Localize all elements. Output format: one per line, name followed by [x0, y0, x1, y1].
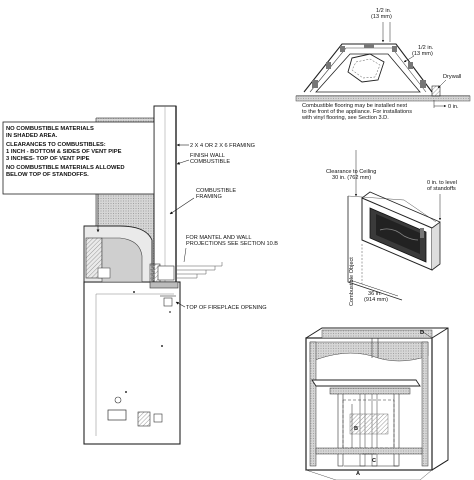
fireplace-opening-label: TOP OF FIREPLACE OPENING: [186, 305, 267, 311]
frame-letter-b: B: [354, 426, 358, 432]
frame-letter-a: A: [356, 471, 360, 477]
top-plan-view: Drywall 1/2 in. (13 mm) 1/2 in. (13 mm) …: [295, 8, 471, 121]
standoffs-label: 0 in. to level of standoffs: [427, 180, 458, 192]
clearance-note: NO COMBUSTIBLE MATERIALS IN SHADED AREA.…: [6, 126, 126, 178]
ceiling-clearance-label: Clearance to Ceiling 30 in. (762 mm): [326, 169, 378, 181]
mantel-label: FOR MANTEL AND WALL PROJECTIONS SEE SECT…: [186, 235, 278, 247]
zero-in-label: 0 in.: [448, 104, 459, 110]
frame-letter-c: C: [372, 458, 376, 464]
framing-enclosure-view: A B C D: [305, 327, 449, 480]
finish-wall-label: FINISH WALL COMBUSTIBLE: [190, 153, 230, 165]
corner-clearance-view: Clearance to Ceiling 30 in. (762 mm) 0 i…: [326, 150, 458, 306]
framing-label: 2 X 4 OR 2 X 6 FRAMING: [190, 143, 255, 149]
drywall-label: Drywall: [443, 74, 461, 80]
combustible-flooring: [295, 95, 471, 102]
dim-top-label: 1/2 in. (13 mm): [371, 8, 393, 20]
distance-label: 36 in. (914 mm): [364, 291, 388, 303]
combustible-framing-label: COMBUSTIBLE FRAMING: [196, 188, 238, 200]
side-section-view: NO COMBUSTIBLE MATERIALS IN SHADED AREA.…: [2, 105, 278, 445]
combustible-object-label: Combustible Object: [349, 257, 355, 306]
mantel-projection-steps: [176, 262, 223, 279]
clearance-note-box: [2, 121, 155, 195]
flooring-note: Combustible flooring may be installed ne…: [301, 103, 414, 121]
frame-letter-d: D: [420, 330, 424, 336]
dim-right-label: 1/2 in. (13 mm): [412, 45, 435, 57]
